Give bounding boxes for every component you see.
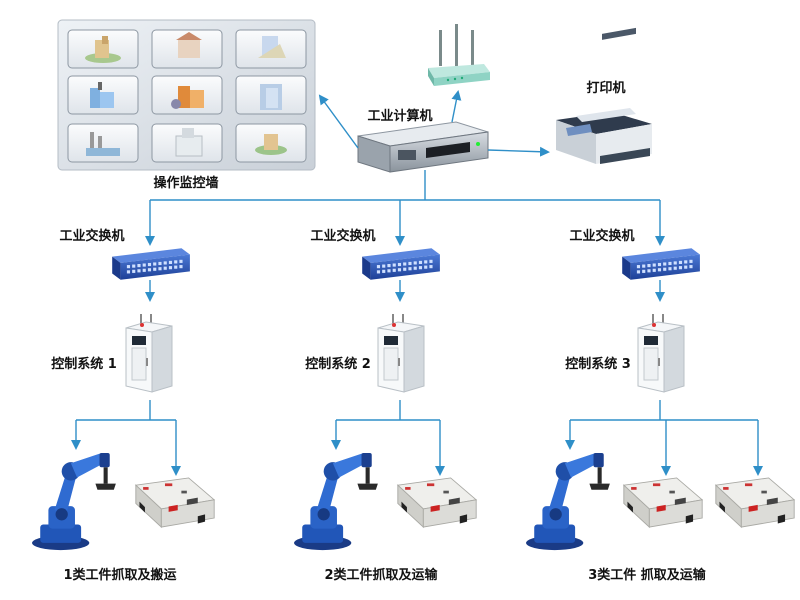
process-label-3: 3类工件 抓取及运输 [588,567,707,583]
control-system-label-1: 控制系统 1 [51,356,117,372]
agv-cart-3a [623,477,703,528]
control-system-label-2: 控制系统 2 [305,356,371,372]
robot-arm-3 [526,452,610,551]
switch-label-1: 工业交换机 [59,228,124,244]
network-switch-3 [622,248,700,280]
switch-label-2: 工业交换机 [310,228,375,244]
process-label-2: 2类工件抓取及运输 [324,567,438,583]
monitor-wall [57,19,316,171]
industrial-computer [357,121,489,173]
robot-arm-2 [294,452,378,551]
robot-arm-1 [32,452,116,551]
agv-cart-3b [715,477,795,528]
process-label-1: 1类工件抓取及搬运 [63,567,176,583]
agv-cart-2 [397,477,477,528]
printer [556,27,652,164]
industrial-computer-label: 工业计算机 [367,108,432,124]
control-cabinet-2 [377,313,425,393]
network-switch-1 [112,248,190,280]
agv-cart-1 [135,477,215,528]
control-cabinet-3 [637,313,685,393]
control-cabinet-1 [125,313,173,393]
connector-lines-top [145,90,665,302]
printer-label: 打印机 [586,80,625,96]
network-switch-2 [362,248,440,280]
switch-label-3: 工业交换机 [569,228,634,244]
control-system-label-3: 控制系统 3 [565,356,631,372]
monitor-wall-label: 操作监控墙 [153,175,218,191]
connector-lines-bottom [71,400,763,476]
wifi-router-icon [428,24,490,86]
